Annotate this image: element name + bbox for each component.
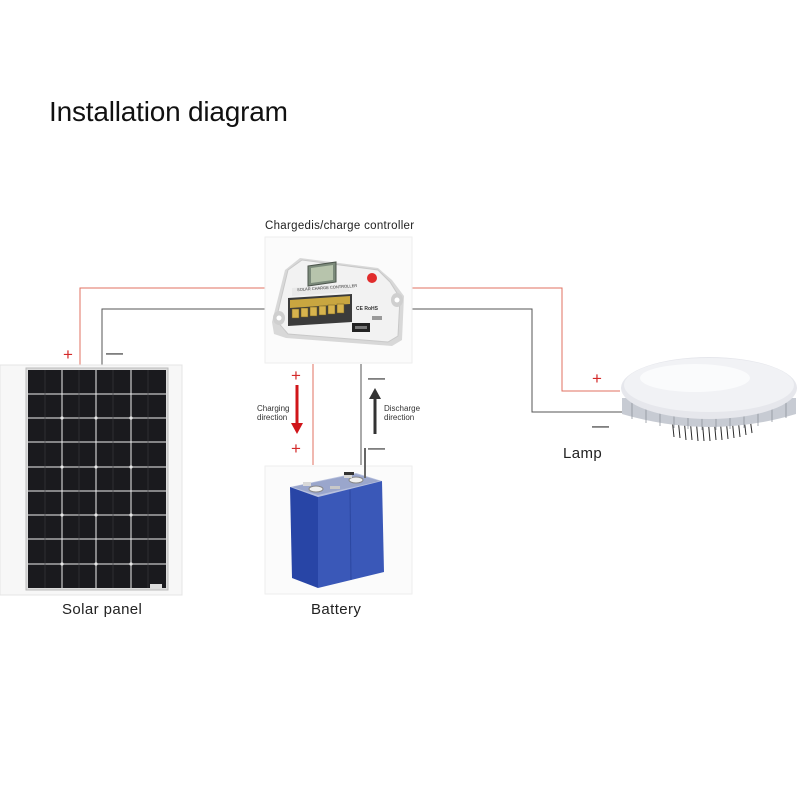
controller-label: Chargedis/charge controller <box>265 220 415 232</box>
solar-plus-sign: + <box>63 345 73 364</box>
charge-direction-arrow <box>291 385 303 434</box>
charging-label-line1: Charging <box>257 404 290 413</box>
charging-label-line2: direction <box>257 413 288 422</box>
charge-controller-image <box>264 236 413 364</box>
page-title: Installation diagram <box>49 96 288 127</box>
discharge-direction-label: Discharge direction <box>384 404 420 422</box>
solar-panel-image <box>0 364 183 596</box>
discharge-direction-arrow <box>369 388 381 434</box>
controller-cert-text: CE RoHS <box>356 306 378 312</box>
lamp-plus-sign: + <box>592 369 602 388</box>
solar-minus-sign: — <box>106 343 123 362</box>
solar-positive-wire <box>79 287 265 365</box>
lamp-positive-wire <box>412 287 620 392</box>
lamp-negative-wire <box>412 308 622 413</box>
solar-panel-label: Solar panel <box>62 601 143 618</box>
lamp-label: Lamp <box>563 445 603 462</box>
charge-plus-sign-bottom: + <box>291 439 301 458</box>
discharge-minus-sign-bottom: — <box>368 438 385 457</box>
discharge-label-line2: direction <box>384 413 415 422</box>
lamp-image <box>621 357 797 442</box>
battery-label: Battery <box>311 601 362 618</box>
lamp-minus-sign: — <box>592 416 609 435</box>
charging-direction-label: Charging direction <box>257 404 289 422</box>
discharge-label-line1: Discharge <box>384 404 421 413</box>
discharge-minus-sign-top: — <box>368 368 385 387</box>
solar-negative-wire <box>101 308 265 365</box>
charge-plus-sign-top: + <box>291 366 301 385</box>
battery-image <box>264 448 413 595</box>
